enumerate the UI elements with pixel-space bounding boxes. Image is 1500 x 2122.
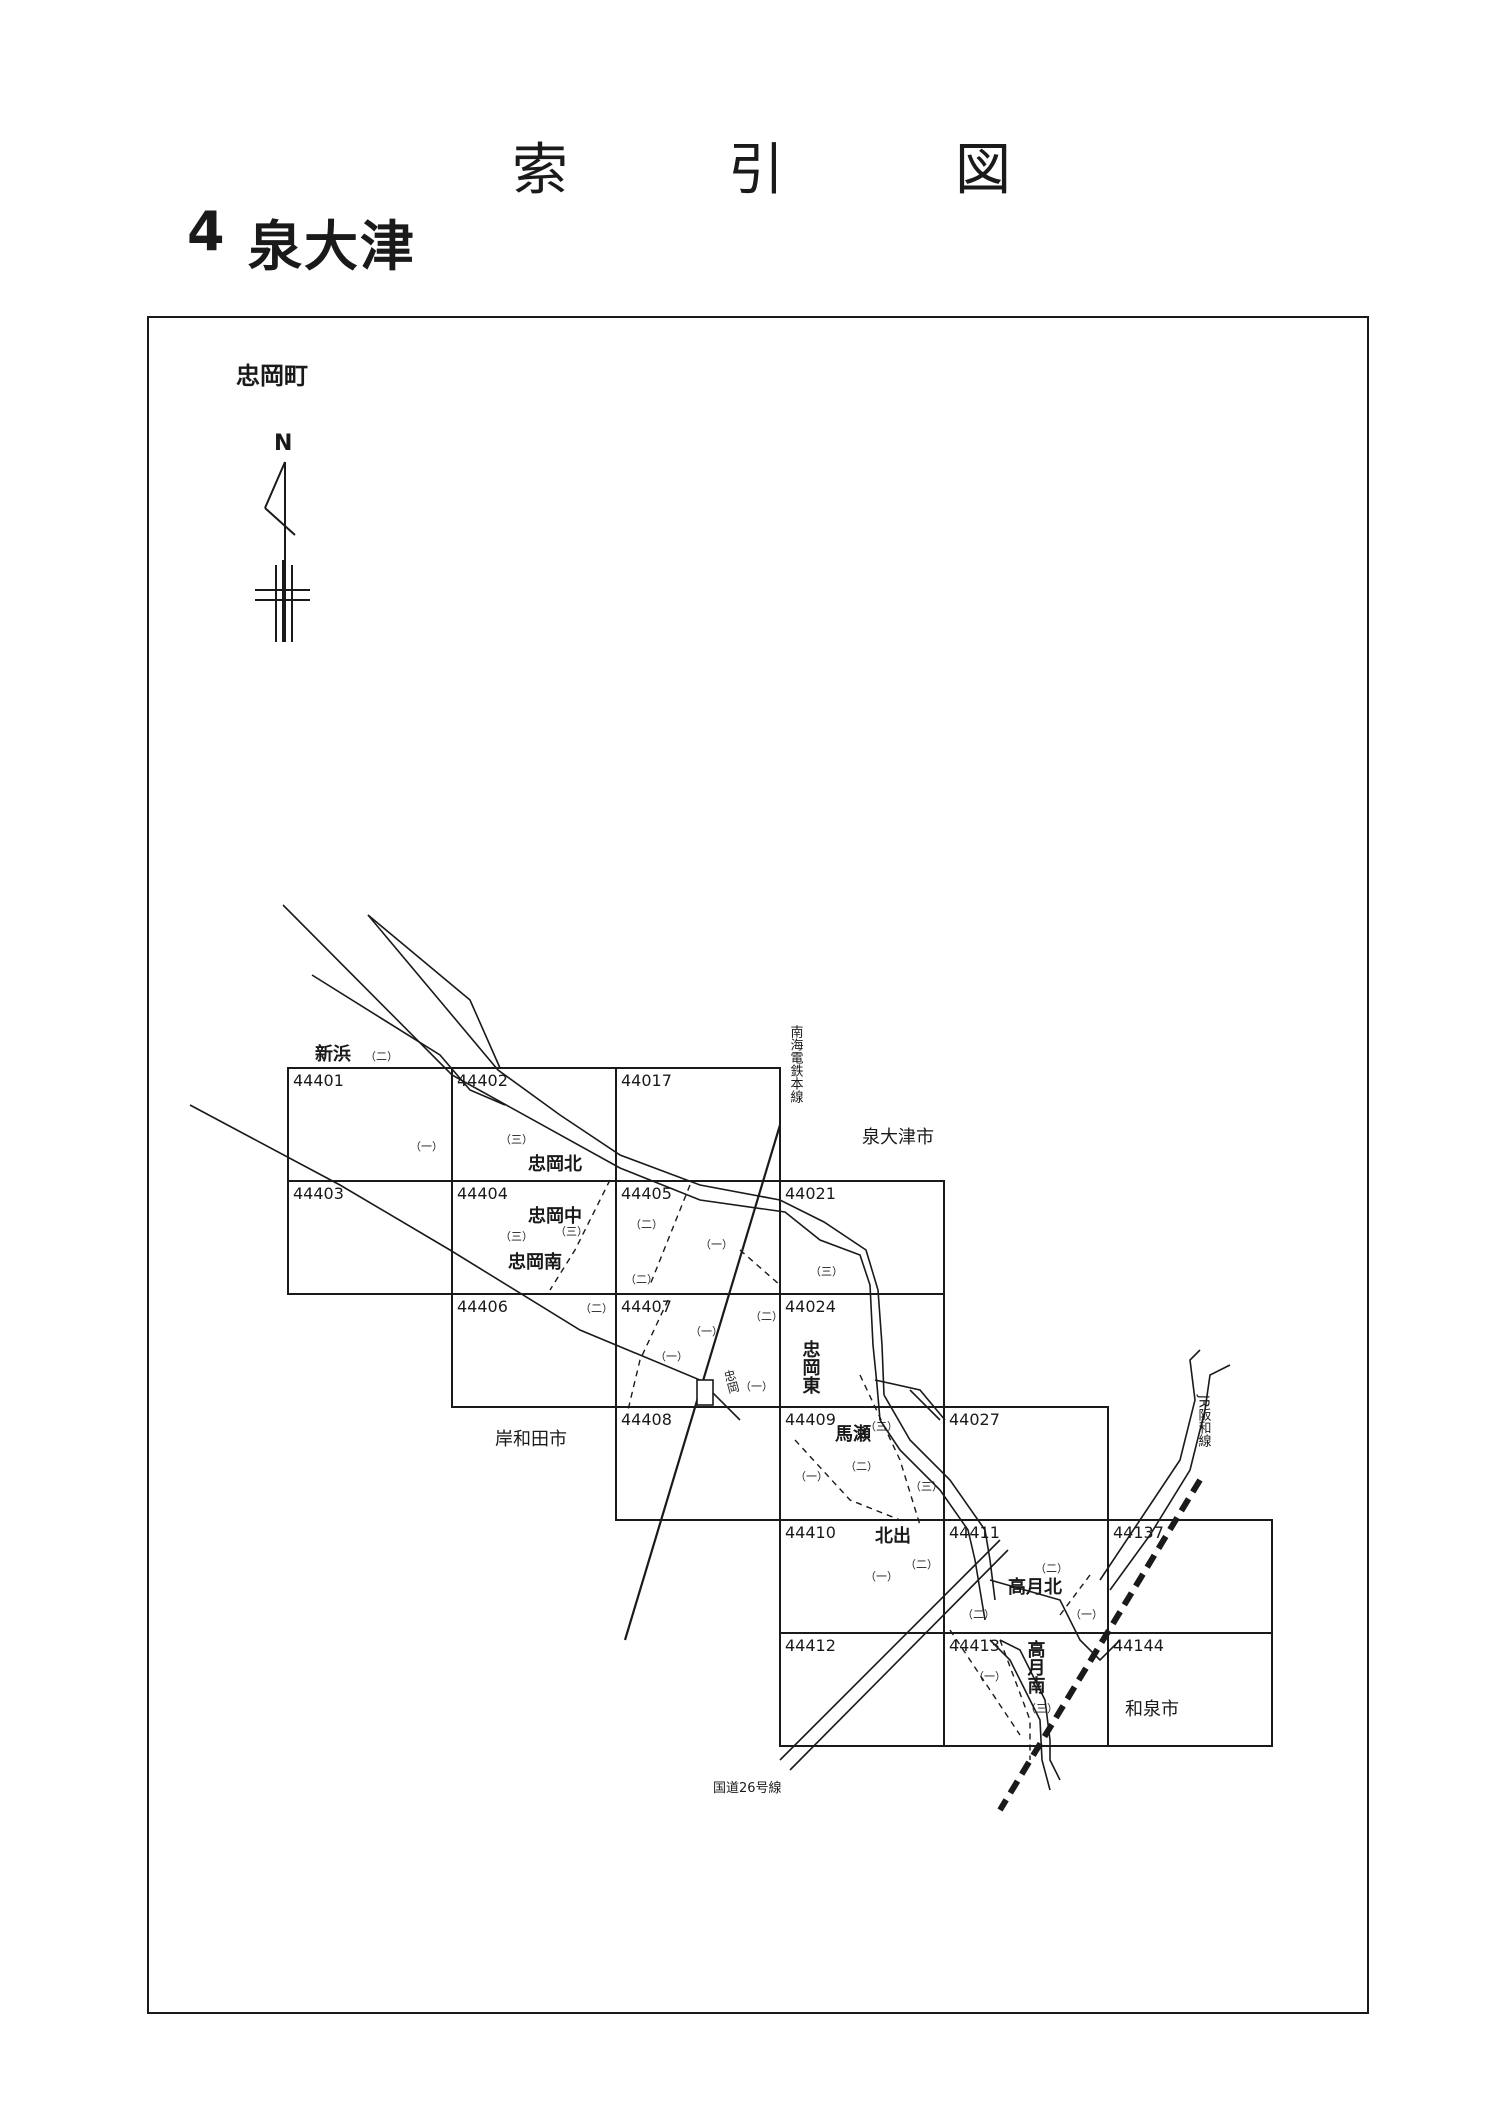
district-label: 忠岡南 — [508, 1251, 562, 1273]
subsection-label: （三） — [865, 1420, 898, 1433]
sheet-number: 44137 — [1113, 1523, 1164, 1542]
sheet-number: 44408 — [621, 1410, 672, 1429]
city-label: 和泉市 — [1125, 1699, 1179, 1720]
district-label: 高月北 — [1008, 1576, 1062, 1598]
city-label: 泉大津市 — [862, 1127, 934, 1148]
subsection-label: （一） — [1070, 1608, 1103, 1621]
district-label: 馬瀬 — [835, 1424, 871, 1445]
sheet-number: 44024 — [785, 1297, 836, 1316]
jr-railway-label: JR阪和線 — [1196, 1394, 1212, 1447]
nankai-railway-label: 南海電鉄本線 — [788, 1024, 804, 1103]
district-label: 新浜 — [315, 1043, 351, 1065]
subsection-label: （一） — [740, 1380, 773, 1393]
sheet-number: 44021 — [785, 1184, 836, 1203]
sheet-number: 44402 — [457, 1071, 508, 1090]
sheet-number: 44413 — [949, 1636, 1000, 1655]
sheet-number: 44027 — [949, 1410, 1000, 1429]
district-boundaries — [549, 1179, 1091, 1760]
station-marker — [696, 1379, 714, 1406]
subsection-label: （二） — [1035, 1562, 1068, 1575]
section-place: 泉大津 — [248, 215, 416, 278]
heading-char-3: 図 — [955, 138, 1013, 203]
sheet-number: 44410 — [785, 1523, 836, 1542]
subsection-label: （一） — [700, 1238, 733, 1251]
north-label: N — [274, 431, 292, 456]
subsection-label: （一） — [410, 1140, 443, 1153]
jr-railway-line — [997, 1478, 1203, 1812]
city-label: 岸和田市 — [495, 1429, 567, 1450]
station-label: 忠岡 — [721, 1368, 741, 1395]
heading-char-1: 索 — [512, 138, 570, 203]
sheet-number: 44017 — [621, 1071, 672, 1090]
subsection-label: （三） — [555, 1225, 588, 1238]
sheet-number: 44406 — [457, 1297, 508, 1316]
subsection-label: （二） — [580, 1302, 613, 1315]
sheet-number: 44405 — [621, 1184, 672, 1203]
heading-char-2: 引 — [728, 138, 786, 203]
subsection-label: （三） — [500, 1230, 533, 1243]
subsection-label: （一） — [973, 1670, 1006, 1683]
district-label: 北出 — [875, 1525, 911, 1547]
coastline — [189, 904, 1231, 1791]
subsection-label: （三） — [500, 1133, 533, 1146]
sheet-number: 44412 — [785, 1636, 836, 1655]
subsection-label: （三） — [910, 1480, 943, 1493]
district-vertical-label: 忠岡東 — [800, 1340, 821, 1395]
sheet-number: 44409 — [785, 1410, 836, 1429]
page-heading: 索 引 図 — [0, 125, 1500, 203]
map-frame — [147, 316, 1369, 2014]
subsection-label: （二） — [845, 1460, 878, 1473]
section-number: 4 — [187, 200, 225, 263]
subsection-label: （三） — [810, 1265, 843, 1278]
sheet-number: 44403 — [293, 1184, 344, 1203]
town-name: 忠岡町 — [236, 362, 308, 390]
district-label: 忠岡中 — [528, 1205, 582, 1227]
subsection-label: （二） — [750, 1310, 783, 1323]
subsection-label: （一） — [655, 1350, 688, 1363]
sheet-number: 44407 — [621, 1297, 672, 1316]
sheet-number: 44404 — [457, 1184, 508, 1203]
sheet-cell — [1107, 1632, 1273, 1747]
subsection-label: （二） — [630, 1218, 663, 1231]
subsection-label: （二） — [365, 1050, 398, 1063]
subsection-label: （二） — [962, 1608, 995, 1621]
north-arrow-icon — [255, 461, 310, 642]
national-road-26 — [779, 1539, 1009, 1771]
subsection-label: （一） — [865, 1570, 898, 1583]
subsection-label: （二） — [905, 1558, 938, 1571]
sheet-number: 44411 — [949, 1523, 1000, 1542]
sheet-grid — [287, 1067, 1273, 1747]
sheet-number: 44401 — [293, 1071, 344, 1090]
sheet-number: 44144 — [1113, 1636, 1164, 1655]
subsection-label: （二） — [625, 1273, 658, 1286]
district-label: 忠岡北 — [528, 1154, 582, 1175]
subsection-label: （一） — [795, 1470, 828, 1483]
district-vertical-label: 高月南 — [1025, 1639, 1047, 1695]
subsection-label: （三） — [1025, 1702, 1058, 1715]
subsection-label: （一） — [690, 1325, 723, 1338]
road-label: 国道26号線 — [713, 1780, 782, 1796]
